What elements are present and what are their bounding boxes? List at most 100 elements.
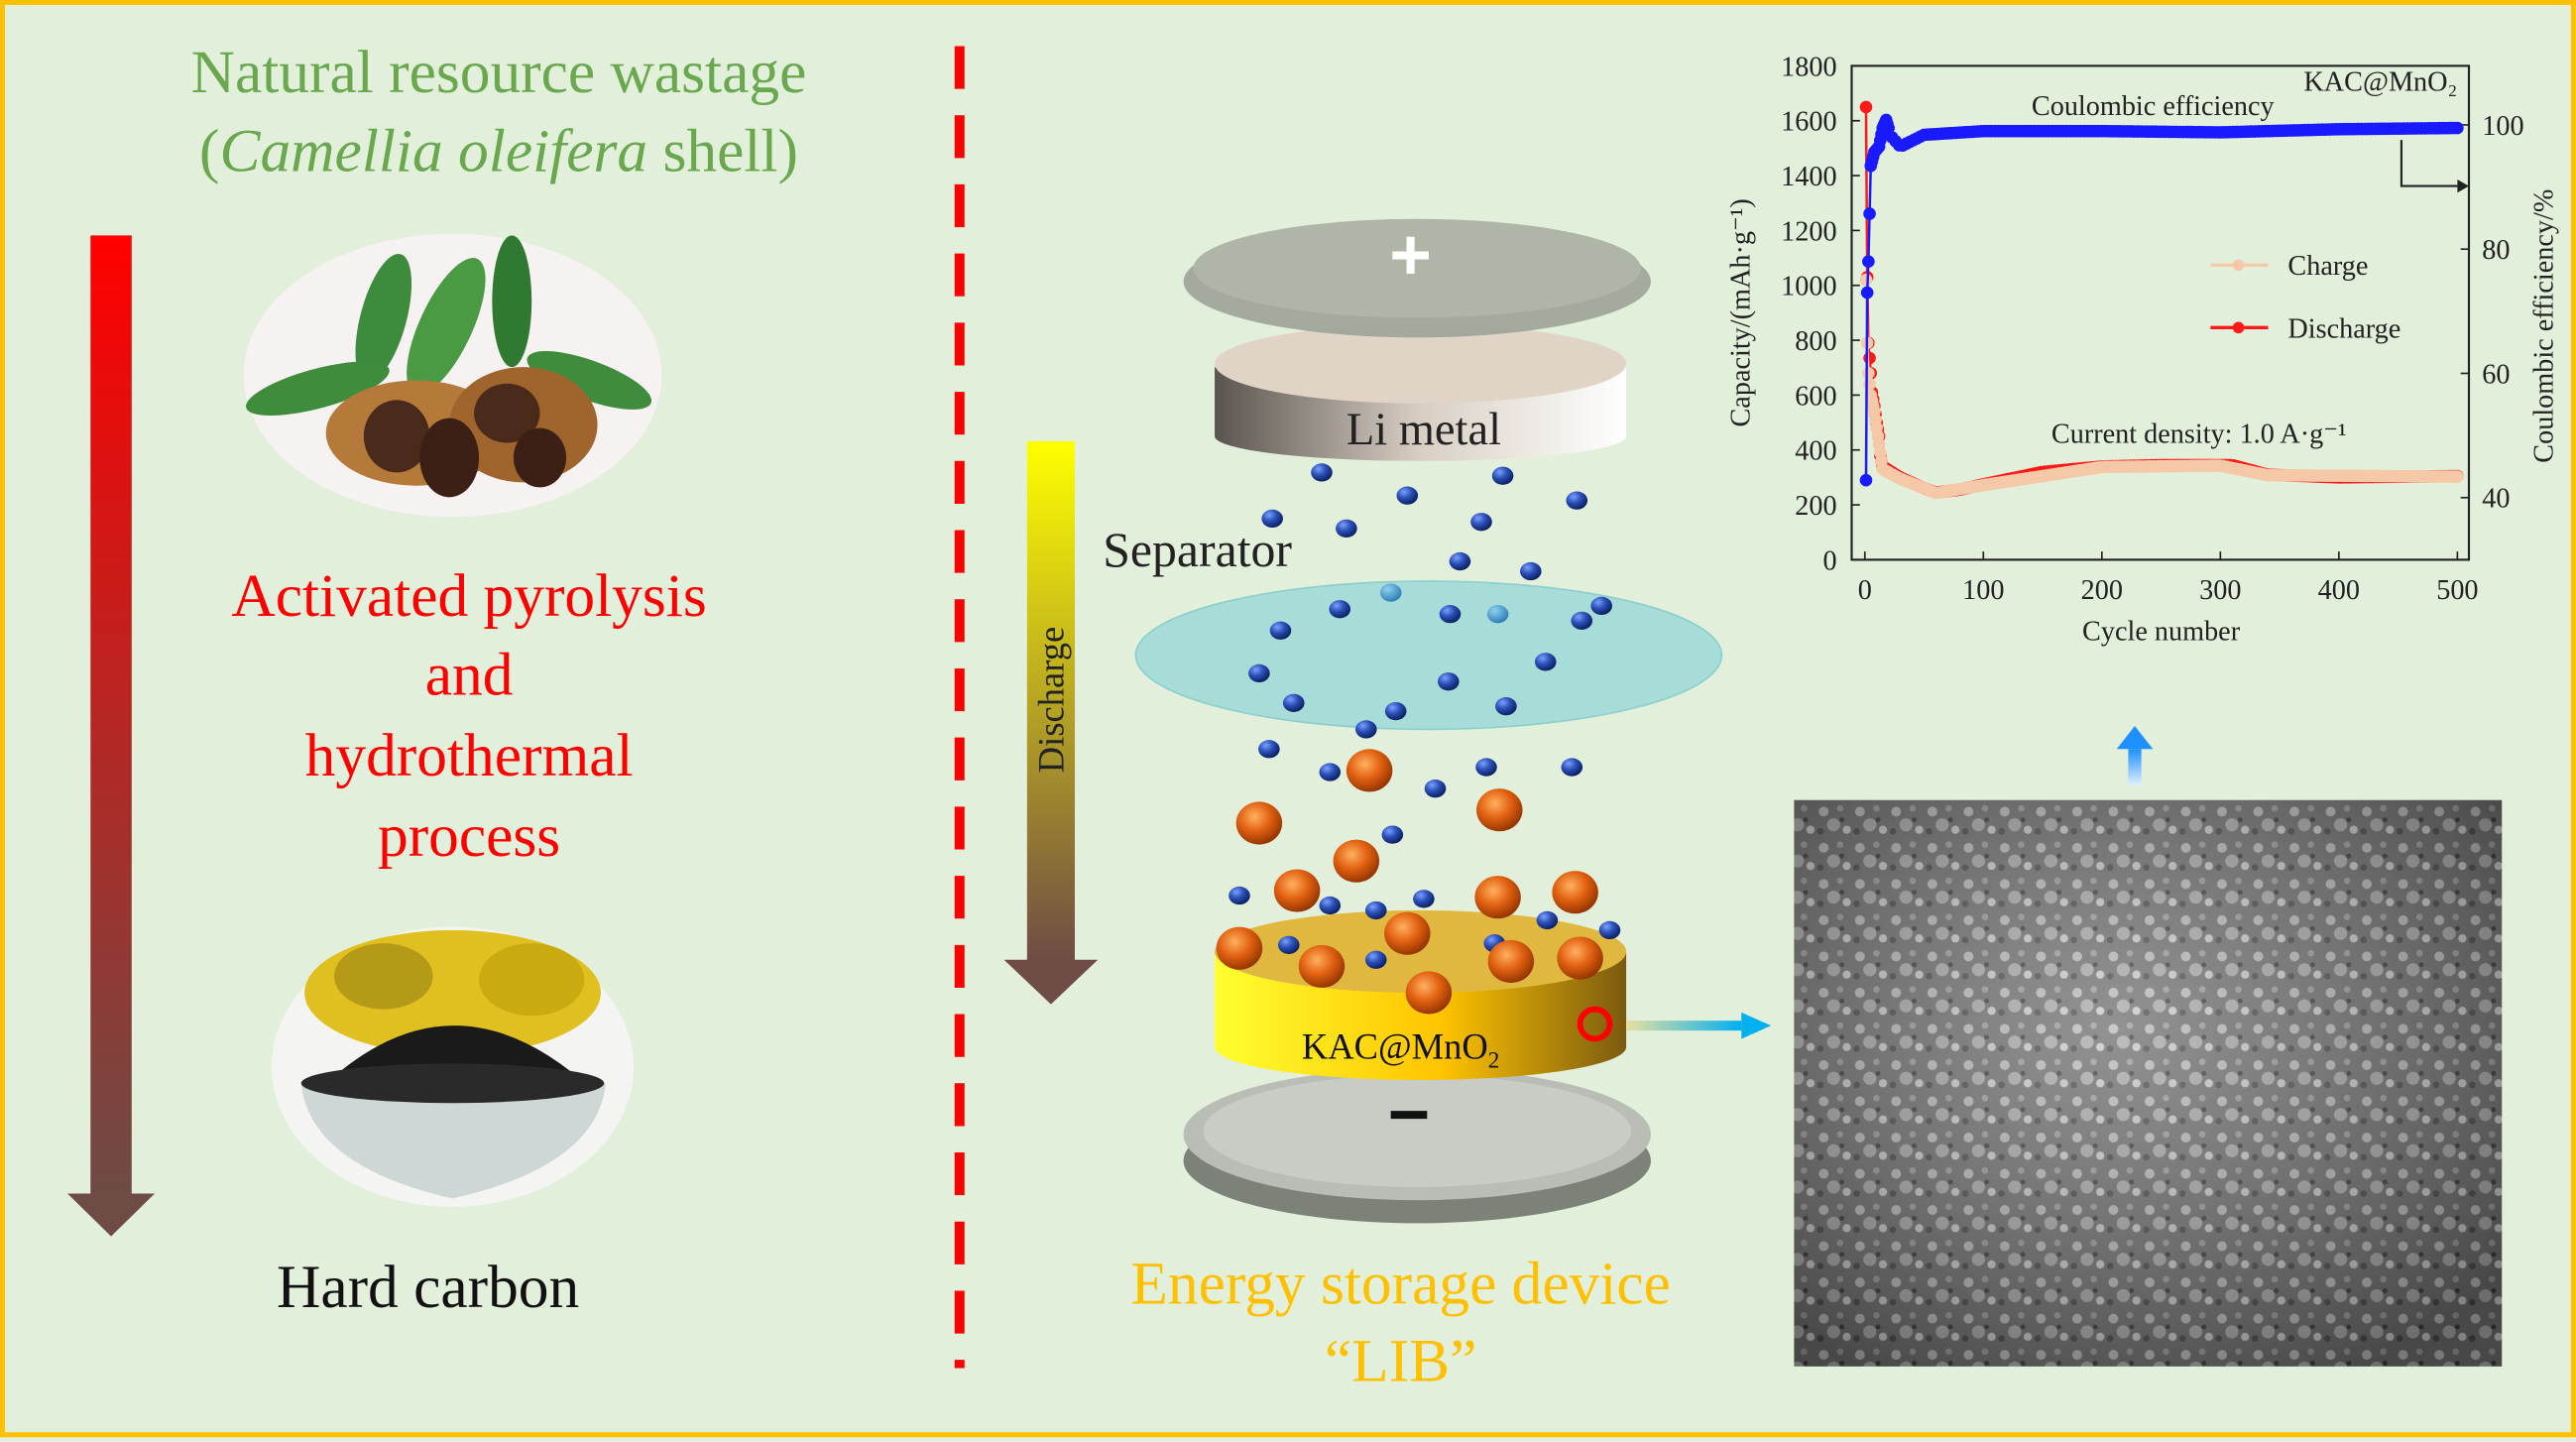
lithium-ion: [1282, 693, 1305, 712]
lithium-ion: [1364, 950, 1387, 969]
data-point: [1862, 255, 1875, 269]
y-right-tick-label: 100: [2482, 111, 2523, 142]
y-tick-label: 0: [1822, 545, 1836, 576]
minus-icon: −: [1387, 1074, 1431, 1156]
data-point: [1862, 366, 1875, 380]
lithium-ion: [1319, 763, 1342, 781]
separator-label: Separator: [1103, 523, 1293, 578]
mno2-particle: [1487, 939, 1535, 984]
lithium-ion: [1486, 605, 1509, 624]
discharge-arrow-shaft: [1026, 440, 1075, 964]
lithium-ion: [1311, 463, 1333, 482]
mno2-particle: [1333, 839, 1380, 883]
legend-discharge-marker: [2232, 321, 2245, 334]
lithium-ion: [1229, 886, 1250, 905]
lithium-ion: [1495, 697, 1517, 716]
lithium-ion: [1598, 920, 1621, 940]
y-right-tick-label: 80: [2482, 235, 2510, 266]
lithium-ion: [1566, 491, 1588, 510]
lithium-ion: [1364, 901, 1387, 920]
to-sem-arrow-shaft: [1626, 1021, 1742, 1031]
cathode-label: KAC@MnO2: [1302, 1025, 1499, 1075]
minus-cap: [1183, 1068, 1651, 1224]
device-name: “LIB”: [1324, 1328, 1477, 1396]
ion-particles: [1216, 463, 1621, 1015]
y-tick-label: 1600: [1781, 107, 1836, 138]
x-tick-label: 400: [2318, 575, 2360, 606]
data-point: [1859, 273, 1873, 287]
lithium-ion: [1536, 910, 1559, 930]
data-point: [2451, 121, 2464, 135]
lithium-ion: [1413, 890, 1435, 908]
ce-axis-pointer: [2400, 140, 2458, 187]
data-point: [1859, 100, 1873, 114]
y-tick-label: 1200: [1781, 216, 1836, 247]
lithium-ion: [1379, 583, 1402, 602]
y-tick-label: 1800: [1781, 52, 1836, 82]
y-right-axis-label: Coulombic efficiency/%: [2529, 189, 2560, 463]
lithium-ion: [1396, 486, 1419, 505]
sample-label: KAC@MnO₂: [2303, 66, 2457, 97]
lithium-ion: [1329, 600, 1351, 619]
lithium-ion: [1590, 596, 1612, 616]
title-shell: shell): [647, 118, 798, 186]
y-tick-label: 600: [1795, 381, 1836, 412]
x-tick-label: 200: [2081, 575, 2123, 606]
lithium-ion: [1534, 653, 1557, 671]
lithium-ion: [1384, 701, 1407, 721]
data-point: [2451, 470, 2464, 483]
lithium-ion: [1355, 720, 1377, 739]
process-arrow-shaft: [90, 235, 132, 1194]
process-line-3: hydrothermal: [304, 722, 634, 790]
lithium-ion: [1261, 509, 1283, 529]
x-tick-label: 300: [2199, 575, 2241, 606]
lithium-ion: [1439, 605, 1462, 624]
mno2-particle: [1346, 749, 1393, 792]
species-name: Camellia oleifera: [219, 118, 648, 186]
data-point: [1859, 473, 1873, 487]
x-tick-label: 0: [1858, 575, 1872, 606]
title-natural-resource: Natural resource wastage: [190, 39, 807, 107]
y-tick-label: 800: [1795, 326, 1836, 357]
y-tick-label: 400: [1795, 436, 1836, 467]
y-tick-label: 1000: [1781, 272, 1836, 302]
cathode-subscript: 2: [1487, 1049, 1500, 1074]
mno2-particle: [1384, 911, 1431, 955]
lithium-ion: [1258, 740, 1280, 759]
hard-carbon-label: Hard carbon: [276, 1254, 580, 1322]
lithium-ion: [1381, 825, 1404, 844]
series-coulombic-efficiency: [1859, 113, 2464, 487]
lithium-ion: [1336, 519, 1357, 538]
ce-axis-pointer-head: [2457, 179, 2469, 193]
process-line-2: and: [424, 642, 514, 710]
cathode-name: KAC@MnO: [1301, 1025, 1488, 1067]
to-sem-arrow-head: [1741, 1012, 1772, 1039]
mno2-particle: [1474, 876, 1521, 919]
process-arrow-head: [67, 1193, 156, 1237]
mno2-particle: [1216, 926, 1263, 970]
lithium-ion: [1424, 780, 1447, 798]
plus-icon: +: [1389, 215, 1432, 297]
camellia-shell-image: [243, 233, 662, 518]
mno2-particle: [1552, 871, 1598, 914]
data-point: [1860, 286, 1874, 300]
legend-discharge-label: Discharge: [2287, 313, 2400, 344]
data-point: [1863, 207, 1876, 220]
lithium-ion: [1269, 621, 1292, 640]
left-arrow-graphic: [67, 46, 2503, 1369]
y-axis-label: Capacity/(mAh·g⁻¹): [1726, 198, 1757, 426]
lithium-ion: [1561, 758, 1583, 777]
x-tick-label: 500: [2436, 575, 2478, 606]
current-density-annotation: Current density: 1.0 A·g⁻¹: [2051, 420, 2347, 450]
paren-open: (: [199, 118, 220, 186]
y-tick-label: 200: [1795, 491, 1836, 522]
cycling-chart: 0 100 200 300 400 500 0 200 400 600 800 1000 1200 140…: [1726, 52, 2560, 647]
li-metal-label: Li metal: [1346, 405, 1501, 456]
plot-frame: [1850, 64, 2471, 561]
y-right-tick-label: 60: [2482, 359, 2510, 390]
lithium-ion: [1248, 663, 1270, 683]
lithium-ion: [1438, 672, 1460, 691]
x-tick-label: 100: [1962, 575, 2004, 606]
y-tick-label: 1400: [1781, 162, 1836, 192]
lithium-ion: [1571, 611, 1593, 630]
